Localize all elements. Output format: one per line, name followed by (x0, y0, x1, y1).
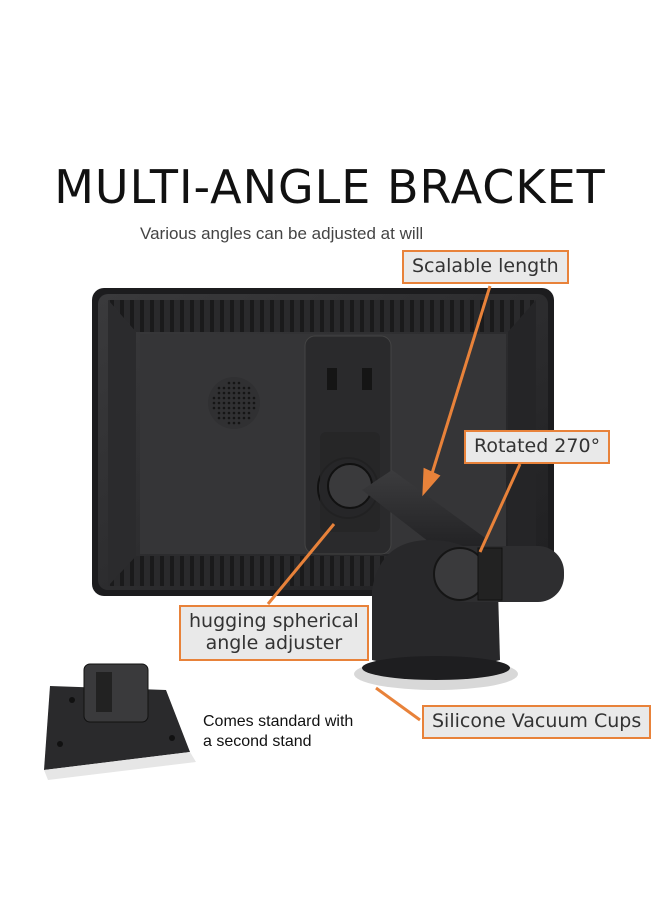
grille-dot (237, 391, 241, 395)
note-line1: Comes standard with (203, 713, 354, 730)
grille-dot (217, 401, 221, 405)
grille-dot (227, 381, 231, 385)
grille-dot (217, 391, 221, 395)
grille-dot (242, 406, 246, 410)
grille-dot (227, 411, 231, 415)
grille-dot (232, 396, 236, 400)
leader-spherical (266, 523, 336, 605)
grille-dot (232, 421, 236, 425)
grille-dot (237, 421, 241, 425)
grille-dot (247, 396, 251, 400)
grille-dot (222, 416, 226, 420)
grille-dot (247, 416, 251, 420)
leader-suction (375, 686, 421, 722)
grille-dot (237, 396, 241, 400)
grille-dot (242, 416, 246, 420)
grille-dot (222, 401, 226, 405)
grille-dot (232, 391, 236, 395)
grille-dot (222, 396, 226, 400)
grille-dot (232, 411, 236, 415)
grille-dot (252, 396, 256, 400)
grille-dot (232, 406, 236, 410)
leader-rotated (478, 463, 522, 553)
grille-dot (227, 391, 231, 395)
grille-dot (232, 401, 236, 405)
grille-dot (237, 406, 241, 410)
grille-dot (237, 416, 241, 420)
grille-dot (247, 406, 251, 410)
grille-dot (227, 406, 231, 410)
leader-lines (266, 285, 522, 722)
callout-suction-cups: Silicone Vacuum Cups (422, 705, 652, 739)
grille-dot (232, 416, 236, 420)
callout-suction-cups-text: Silicone Vacuum Cups (432, 710, 642, 732)
grille-dot (222, 406, 226, 410)
second-stand (44, 663, 196, 780)
grille-dot (227, 401, 231, 405)
grille-dot (242, 386, 246, 390)
grille-dot (212, 396, 216, 400)
arrow-head-icon (422, 467, 441, 497)
leader-scalable-length (428, 285, 492, 481)
speaker-grille (208, 377, 260, 429)
grille-dot (227, 421, 231, 425)
grille-dot (252, 406, 256, 410)
grille-dot (217, 406, 221, 410)
grille-dot (237, 381, 241, 385)
grille-dot (247, 391, 251, 395)
page-subtitle: Various angles can be adjusted at will (140, 224, 424, 243)
grille-dot (242, 391, 246, 395)
grille-dot (232, 386, 236, 390)
grille-dot (227, 396, 231, 400)
grille-dot (252, 401, 256, 405)
callout-spherical-adjuster: hugging spherical angle adjuster (179, 605, 369, 661)
grille-dot (217, 396, 221, 400)
grille-dot (212, 406, 216, 410)
grille-dot (242, 401, 246, 405)
callout-rotated-text: Rotated 270° (474, 435, 601, 457)
page-title: MULTI-ANGLE BRACKET (54, 160, 606, 214)
grille-dot (222, 386, 226, 390)
grille-dot (237, 401, 241, 405)
grille-dot (227, 386, 231, 390)
callout-scalable-length-text: Scalable length (412, 255, 559, 277)
grille-dot (217, 386, 221, 390)
grille-dot (212, 401, 216, 405)
mount-arm (317, 432, 564, 690)
callout-scalable-length: Scalable length (402, 250, 569, 284)
grille-dot (217, 416, 221, 420)
grille-dot (247, 411, 251, 415)
callout-spherical-line1: hugging spherical (189, 610, 359, 632)
grille-dot (222, 411, 226, 415)
grille-dot (242, 411, 246, 415)
grille-dot (247, 401, 251, 405)
grille-dot (242, 396, 246, 400)
grille-dot (237, 411, 241, 415)
callout-spherical-line2: angle adjuster (205, 631, 343, 654)
grille-dot (222, 391, 226, 395)
grille-dot (237, 386, 241, 390)
grille-dot (247, 386, 251, 390)
grille-dot (227, 416, 231, 420)
grille-dot (217, 411, 221, 415)
callout-rotated: Rotated 270° (464, 430, 611, 464)
grille-dot (232, 381, 236, 385)
second-stand-note: Comes standard with a second stand (203, 712, 353, 752)
note-line2: a second stand (203, 733, 312, 750)
